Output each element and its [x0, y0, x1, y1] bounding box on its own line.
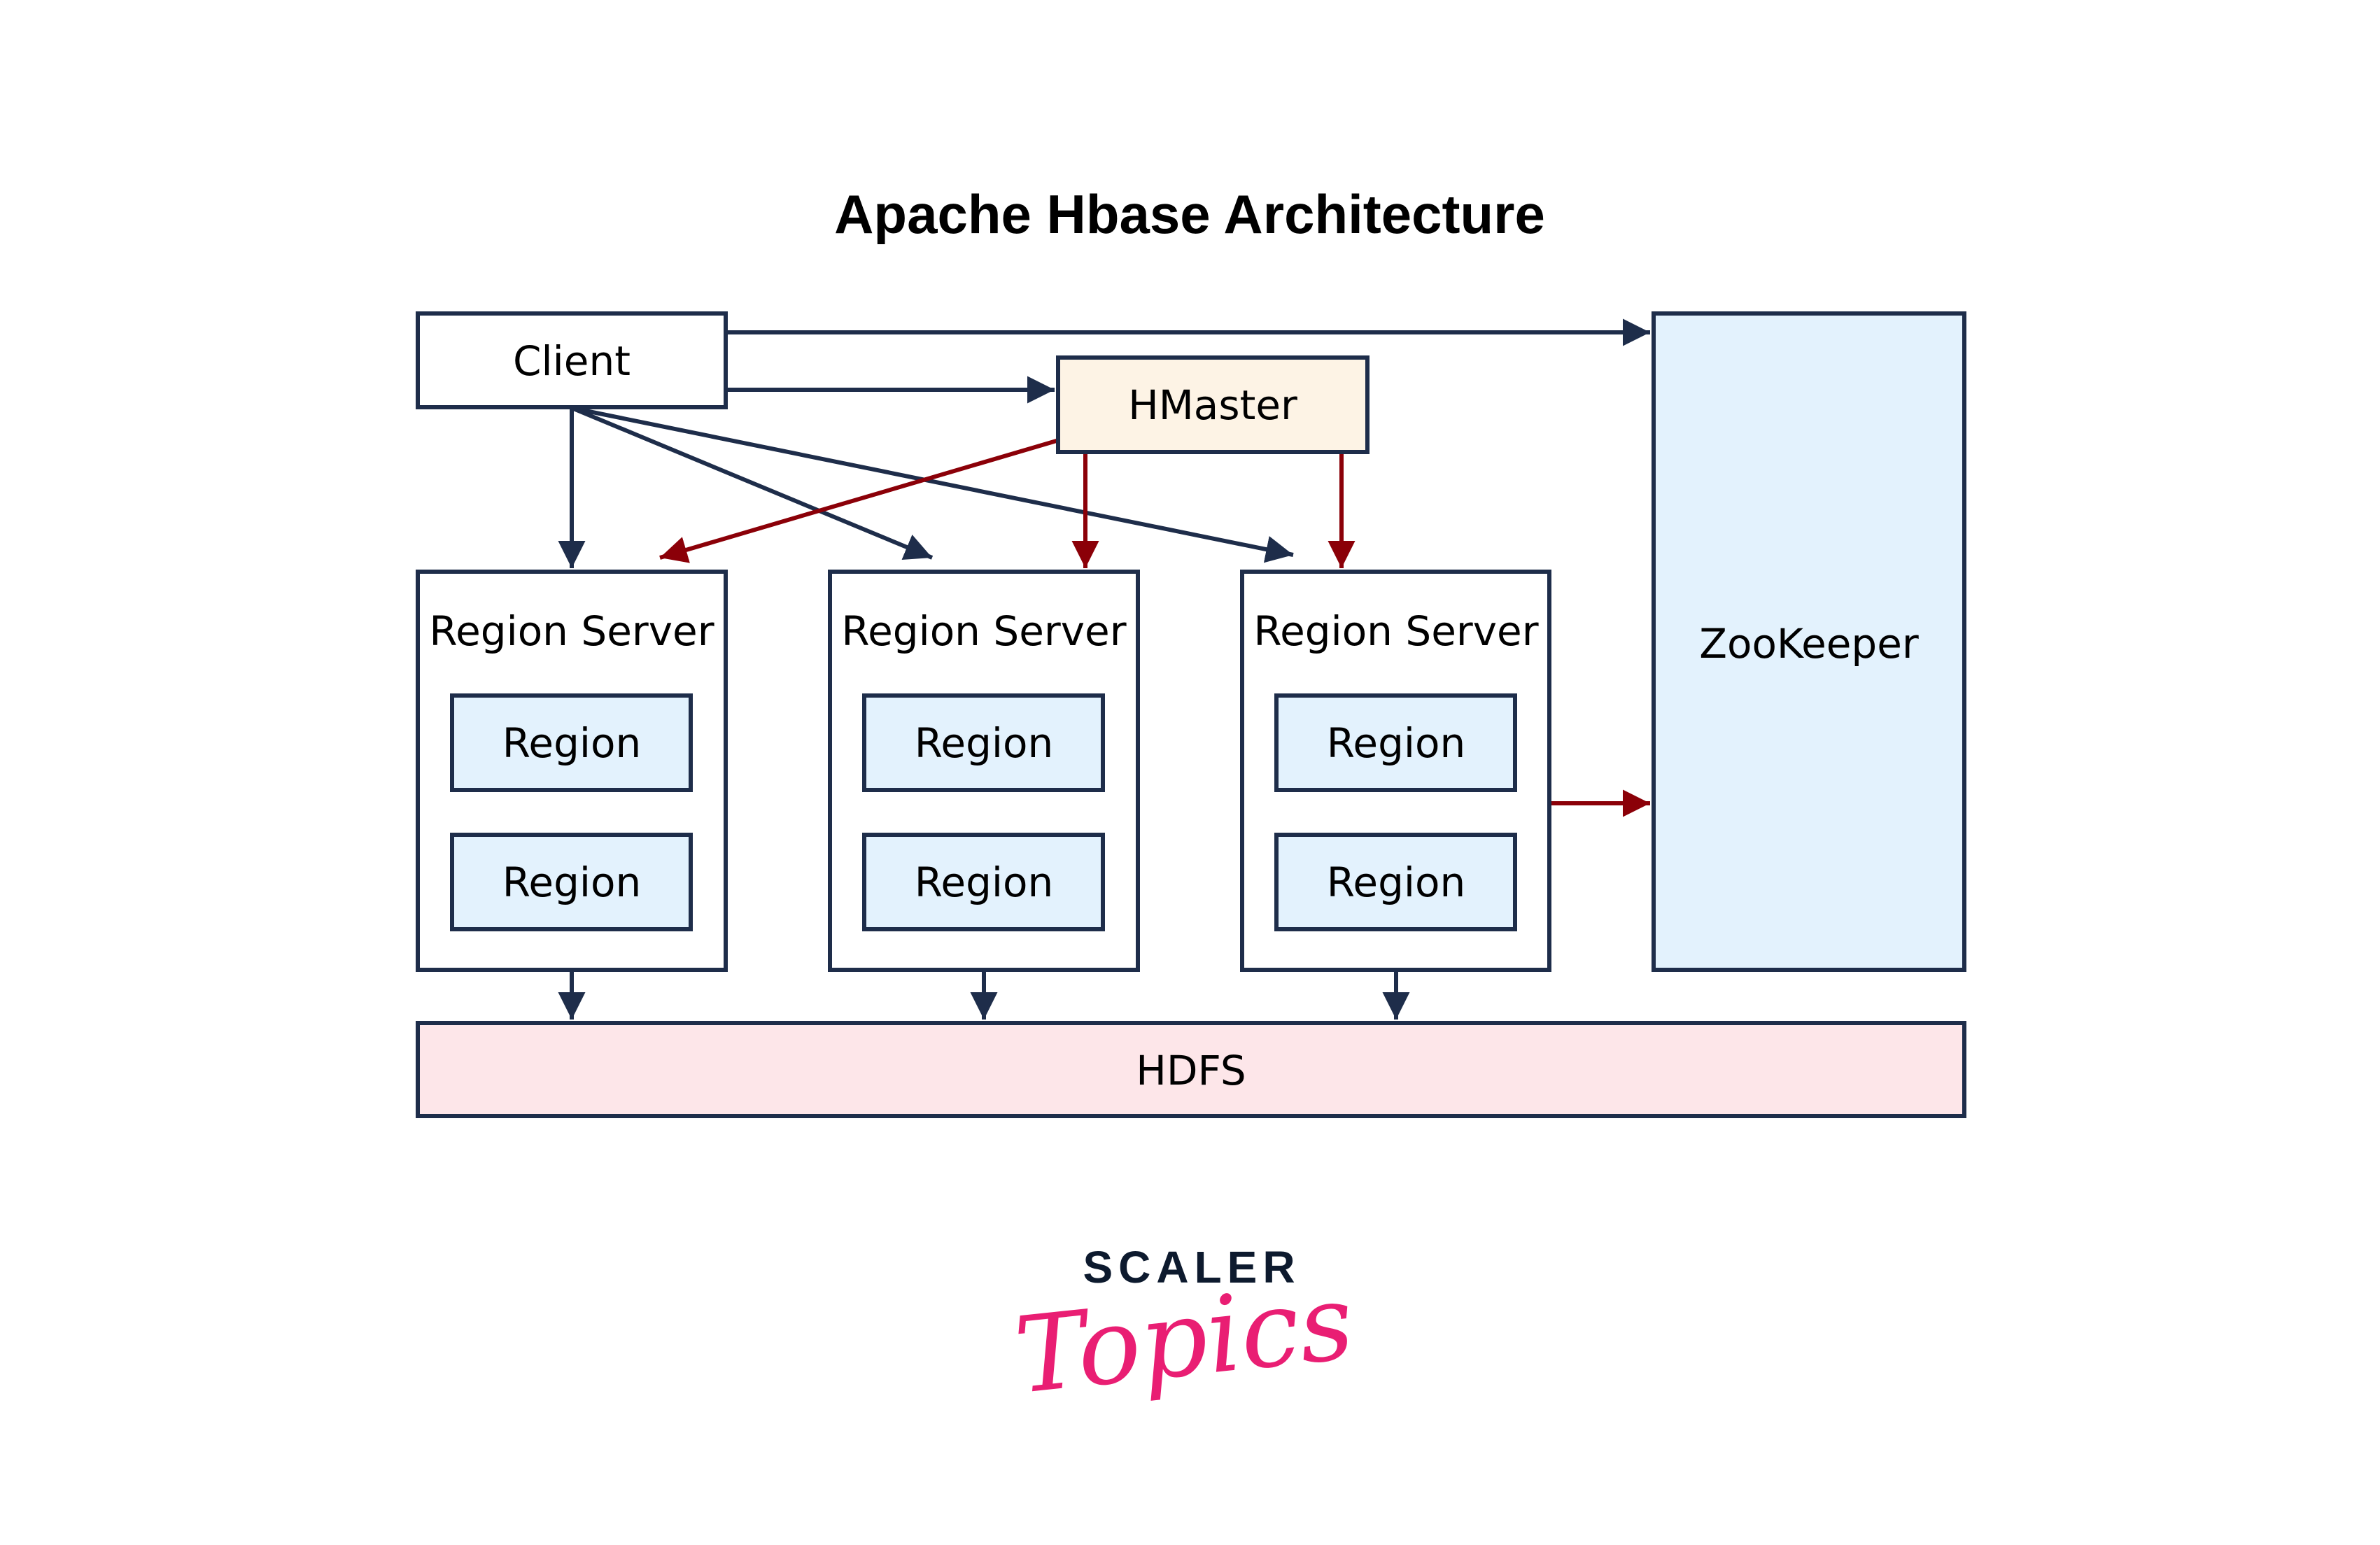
- region-box: [862, 833, 1105, 931]
- region-label: Region: [502, 719, 642, 767]
- client-label: Client: [513, 337, 631, 385]
- client-node: Client: [416, 311, 728, 409]
- logo-topics-text: Topics: [1010, 1261, 1359, 1418]
- zookeeper-label: ZooKeeper: [1699, 620, 1919, 668]
- hdfs-node: HDFS: [416, 1021, 1966, 1118]
- region-box: [1274, 693, 1517, 792]
- hmaster-label: HMaster: [1128, 381, 1297, 429]
- region-server-label: Region Server: [841, 607, 1126, 655]
- edge-hmaster-to-region-server-1: [659, 438, 1059, 563]
- region-box: [1274, 833, 1517, 931]
- region-label: Region: [915, 859, 1054, 906]
- region-server-1: Region Server Region Region: [416, 570, 728, 972]
- hmaster-node: HMaster: [1056, 355, 1369, 454]
- region-server-3: Region Server Region Region: [1240, 570, 1551, 972]
- region-server-label: Region Server: [429, 607, 714, 655]
- region-box: [862, 693, 1105, 792]
- zookeeper-node: ZooKeeper: [1652, 311, 1966, 972]
- edges: [558, 318, 1650, 1020]
- region-box: [450, 693, 693, 792]
- region-label: Region: [502, 859, 642, 906]
- scaler-topics-logo: SCALER Topics: [1010, 1242, 1359, 1418]
- edge-client-to-region-server-2: [570, 406, 934, 560]
- logo-scaler-text: SCALER: [1083, 1242, 1300, 1292]
- hdfs-label: HDFS: [1136, 1047, 1246, 1094]
- hmaster-box: [1056, 355, 1369, 454]
- region-box: [450, 833, 693, 931]
- region-label: Region: [1327, 859, 1466, 906]
- region-server-2: Region Server Region Region: [828, 570, 1140, 972]
- client-box: [416, 311, 728, 409]
- region-server-label: Region Server: [1253, 607, 1538, 655]
- edge-client-to-region-server-3: [571, 406, 1294, 563]
- zookeeper-box: [1652, 311, 1966, 972]
- hdfs-box: [416, 1021, 1966, 1118]
- region-label: Region: [1327, 719, 1466, 767]
- region-label: Region: [915, 719, 1054, 767]
- diagram-title: Apache Hbase Architecture: [834, 183, 1545, 245]
